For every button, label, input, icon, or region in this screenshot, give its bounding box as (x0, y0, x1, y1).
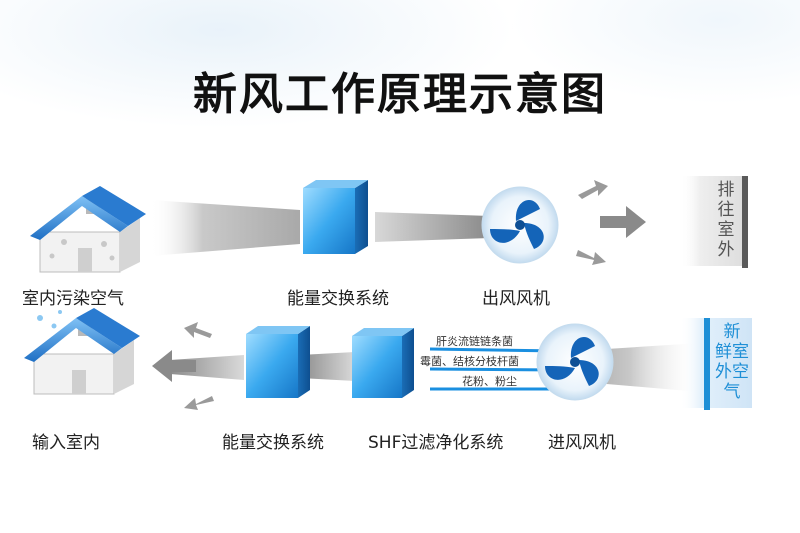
filter-cube-icon (352, 328, 414, 398)
exhaust-char: 外 (717, 240, 735, 260)
exchanger-bottom-label: 能量交换系统 (222, 433, 324, 453)
filter-item: 霉菌、结核分枝杆菌 (420, 355, 519, 368)
fresh-panel (680, 318, 752, 408)
exchanger-top-label: 能量交换系统 (287, 289, 389, 309)
fan-bottom-icon (536, 323, 614, 401)
exhaust-char: 室 (717, 220, 735, 240)
exhaust-text: 排 往 室 外 (712, 180, 740, 260)
house-bottom-label: 输入室内 (32, 433, 100, 453)
fresh-char: 新 (723, 322, 741, 342)
fresh-char: 鲜 (715, 342, 732, 362)
fresh-text: 新 鲜 室 外 空 气 (712, 322, 752, 402)
fan-top-icon (481, 186, 559, 264)
fan-bottom-label: 进风风机 (548, 433, 616, 453)
house-top-icon (30, 186, 146, 273)
page-title: 新风工作原理示意图 (193, 69, 607, 120)
filter-item: 花粉、粉尘 (462, 375, 517, 388)
bottom-flow-band-2 (300, 352, 355, 381)
fresh-char: 气 (723, 382, 741, 402)
fan-top-label: 出风风机 (482, 289, 550, 309)
inflow-arrows (152, 322, 214, 410)
top-flow-band-2 (375, 212, 490, 242)
filter-label: SHF过滤净化系统 (368, 433, 504, 453)
exchanger-bottom-icon (246, 326, 310, 398)
exchanger-top-icon (303, 180, 368, 254)
exhaust-bar (742, 176, 748, 268)
house-bottom-icon (24, 308, 140, 395)
exhaust-panel (680, 176, 748, 266)
top-flow-band-1 (150, 200, 300, 256)
filter-item: 肝炎流链链条菌 (436, 335, 513, 348)
house-top-label: 室内污染空气 (22, 289, 124, 309)
exhaust-arrows (576, 180, 646, 265)
fresh-char: 外 (715, 362, 732, 382)
exhaust-char: 往 (717, 200, 735, 220)
fresh-char: 室 (732, 342, 749, 362)
fresh-bar (704, 318, 710, 410)
fresh-char: 空 (732, 362, 749, 382)
exhaust-char: 排 (717, 180, 735, 200)
